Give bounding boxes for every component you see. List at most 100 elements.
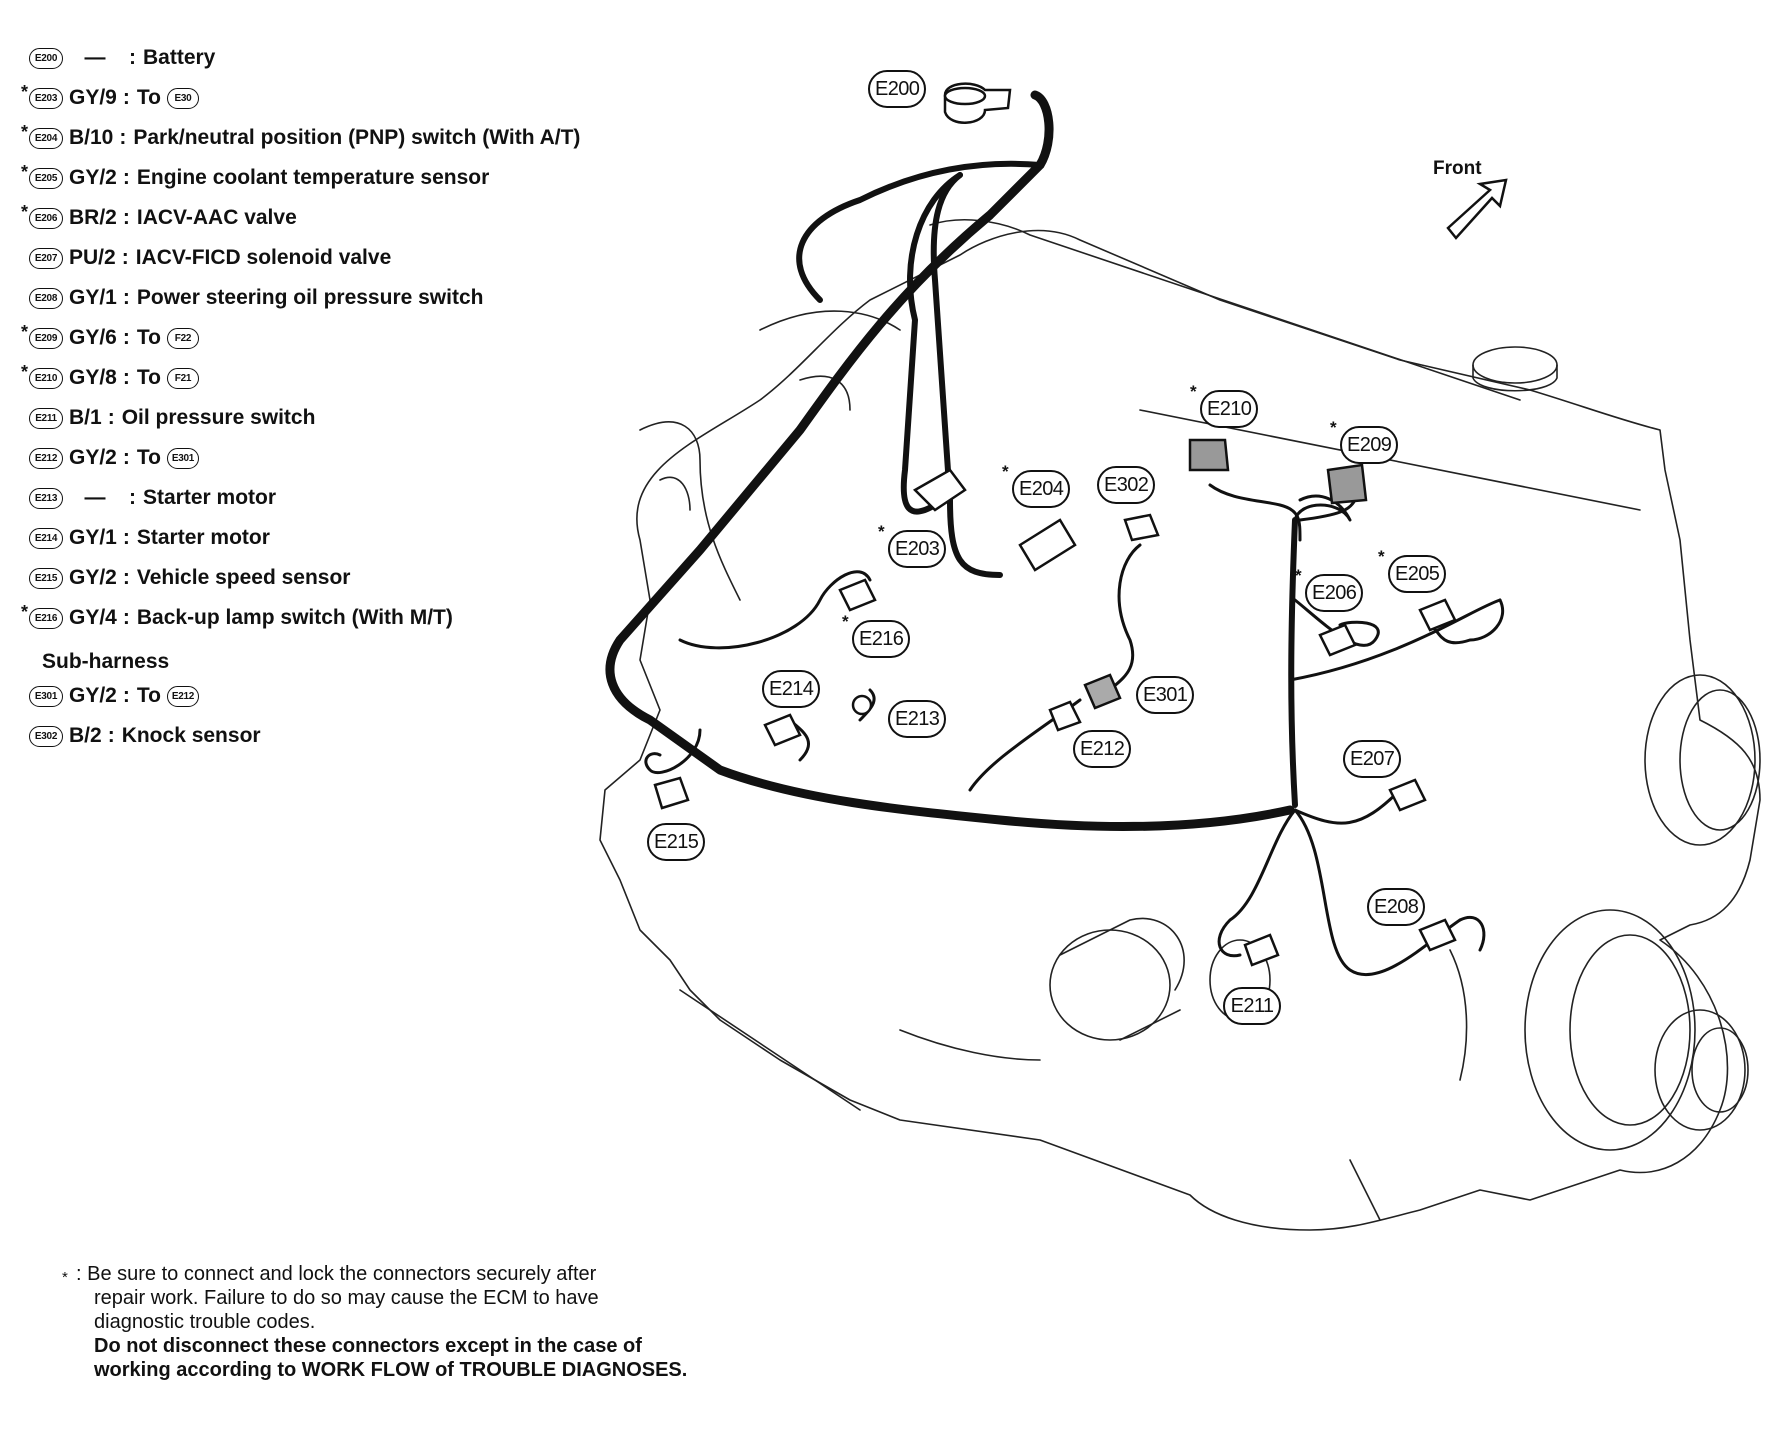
callout-e214: E214 xyxy=(762,670,821,708)
callout-e301: E301 xyxy=(1136,676,1195,714)
note-text-1: : Be sure to connect and lock the connec… xyxy=(76,1263,597,1285)
connector-code-chip: E213 xyxy=(29,487,63,509)
connector-description: Vehicle speed sensor xyxy=(136,566,351,589)
e216-body xyxy=(838,578,877,612)
e215-body xyxy=(653,776,690,810)
caution-note: * : Be sure to connect and lock the conn… xyxy=(62,1262,782,1382)
separator: : xyxy=(121,246,129,269)
separator: : xyxy=(122,326,130,349)
subharness-heading: Sub-harness xyxy=(42,650,170,673)
note-star: * xyxy=(62,1269,68,1286)
wire-color: GY/4 xyxy=(69,606,117,629)
connector-description: Starter motor xyxy=(136,526,270,549)
star-marker: * xyxy=(20,161,28,182)
star-marker: * xyxy=(20,201,28,222)
callout-star-e204: * xyxy=(1002,462,1009,481)
connector-code-chip: E302 xyxy=(29,725,63,747)
main-harness xyxy=(605,90,1295,832)
callout-e203: E203 xyxy=(888,530,947,568)
note-line-4: Do not disconnect these connectors excep… xyxy=(94,1335,642,1357)
separator: : xyxy=(122,446,130,469)
separator: : xyxy=(107,724,115,747)
connector-code-chip: E212 xyxy=(29,447,63,469)
connector-code-chip: E210 xyxy=(29,367,63,389)
wire-color: GY/2 xyxy=(69,684,117,707)
note-line-2: repair work. Failure to do so may cause … xyxy=(94,1287,599,1309)
callout-e204: E204 xyxy=(1012,470,1071,508)
connector-code-chip: E205 xyxy=(29,167,63,189)
engine-block-outline xyxy=(599,229,1761,1231)
connector-description: To xyxy=(136,326,161,349)
e210-body xyxy=(1188,438,1230,472)
callout-star-e210: * xyxy=(1190,382,1197,401)
connector-description: To xyxy=(136,446,161,469)
separator: : xyxy=(122,566,130,589)
connector-description: IACV-AAC valve xyxy=(136,206,297,229)
connector-description: Starter motor xyxy=(143,486,277,509)
callout-e212: E212 xyxy=(1073,730,1132,768)
separator: : xyxy=(122,606,130,629)
wire-color: GY/6 xyxy=(69,326,117,349)
wire-color: GY/2 xyxy=(69,446,117,469)
front-label: Front xyxy=(1433,158,1482,179)
callout-e216: E216 xyxy=(852,620,911,658)
callout-e211: E211 xyxy=(1223,987,1281,1025)
wire-color: GY/1 xyxy=(69,286,117,309)
callout-e213: E213 xyxy=(888,700,947,738)
connector-description: To xyxy=(136,366,161,389)
callout-e209: E209 xyxy=(1340,426,1399,464)
e302-body xyxy=(1123,513,1160,542)
connector-code-chip: E214 xyxy=(29,527,63,549)
e207-body xyxy=(1388,778,1427,812)
target-connector-chip: F21 xyxy=(166,367,199,389)
callout-e207: E207 xyxy=(1343,740,1402,778)
wire-color: GY/1 xyxy=(69,526,117,549)
callout-star-e216: * xyxy=(842,612,849,631)
legend-row-e213: E213—:Starter motor xyxy=(14,478,664,518)
wire-color: B/10 xyxy=(69,126,114,149)
e208-body xyxy=(1418,918,1457,952)
callout-e302: E302 xyxy=(1097,466,1156,504)
wire-color: GY/2 xyxy=(69,566,117,589)
connector-code-chip: E200 xyxy=(29,47,63,69)
separator: : xyxy=(122,526,130,549)
separator: : xyxy=(122,166,130,189)
wire-color: BR/2 xyxy=(69,206,117,229)
legend-row-e215: E215 GY/2: Vehicle speed sensor xyxy=(14,558,664,598)
separator: : xyxy=(122,286,130,309)
e214-body xyxy=(763,713,802,747)
separator: : xyxy=(129,46,136,69)
connector-code-chip: E209 xyxy=(29,327,63,349)
connector-description: Oil pressure switch xyxy=(121,406,316,429)
callout-e205: E205 xyxy=(1388,555,1447,593)
connector-code-chip: E206 xyxy=(29,207,63,229)
callout-star-e206: * xyxy=(1295,566,1302,585)
connector-description: Power steering oil pressure switch xyxy=(136,286,484,309)
connector-code-chip: E216 xyxy=(29,607,63,629)
e301-body xyxy=(1083,673,1122,710)
wire-color: GY/2 xyxy=(69,166,117,189)
connector-code-chip: E215 xyxy=(29,567,63,589)
separator: : xyxy=(107,406,115,429)
note-line-5: working according to WORK FLOW of TROUBL… xyxy=(94,1359,688,1381)
target-connector-chip: E30 xyxy=(166,87,199,109)
legend-row-e200: E200—:Battery xyxy=(14,38,664,78)
star-marker: * xyxy=(20,121,28,142)
wire-color: GY/9 xyxy=(69,86,117,109)
e205-body xyxy=(1418,598,1457,632)
connector-code-chip: E204 xyxy=(29,127,63,149)
connector-description: To xyxy=(136,684,161,707)
target-connector-chip: F22 xyxy=(166,327,199,349)
